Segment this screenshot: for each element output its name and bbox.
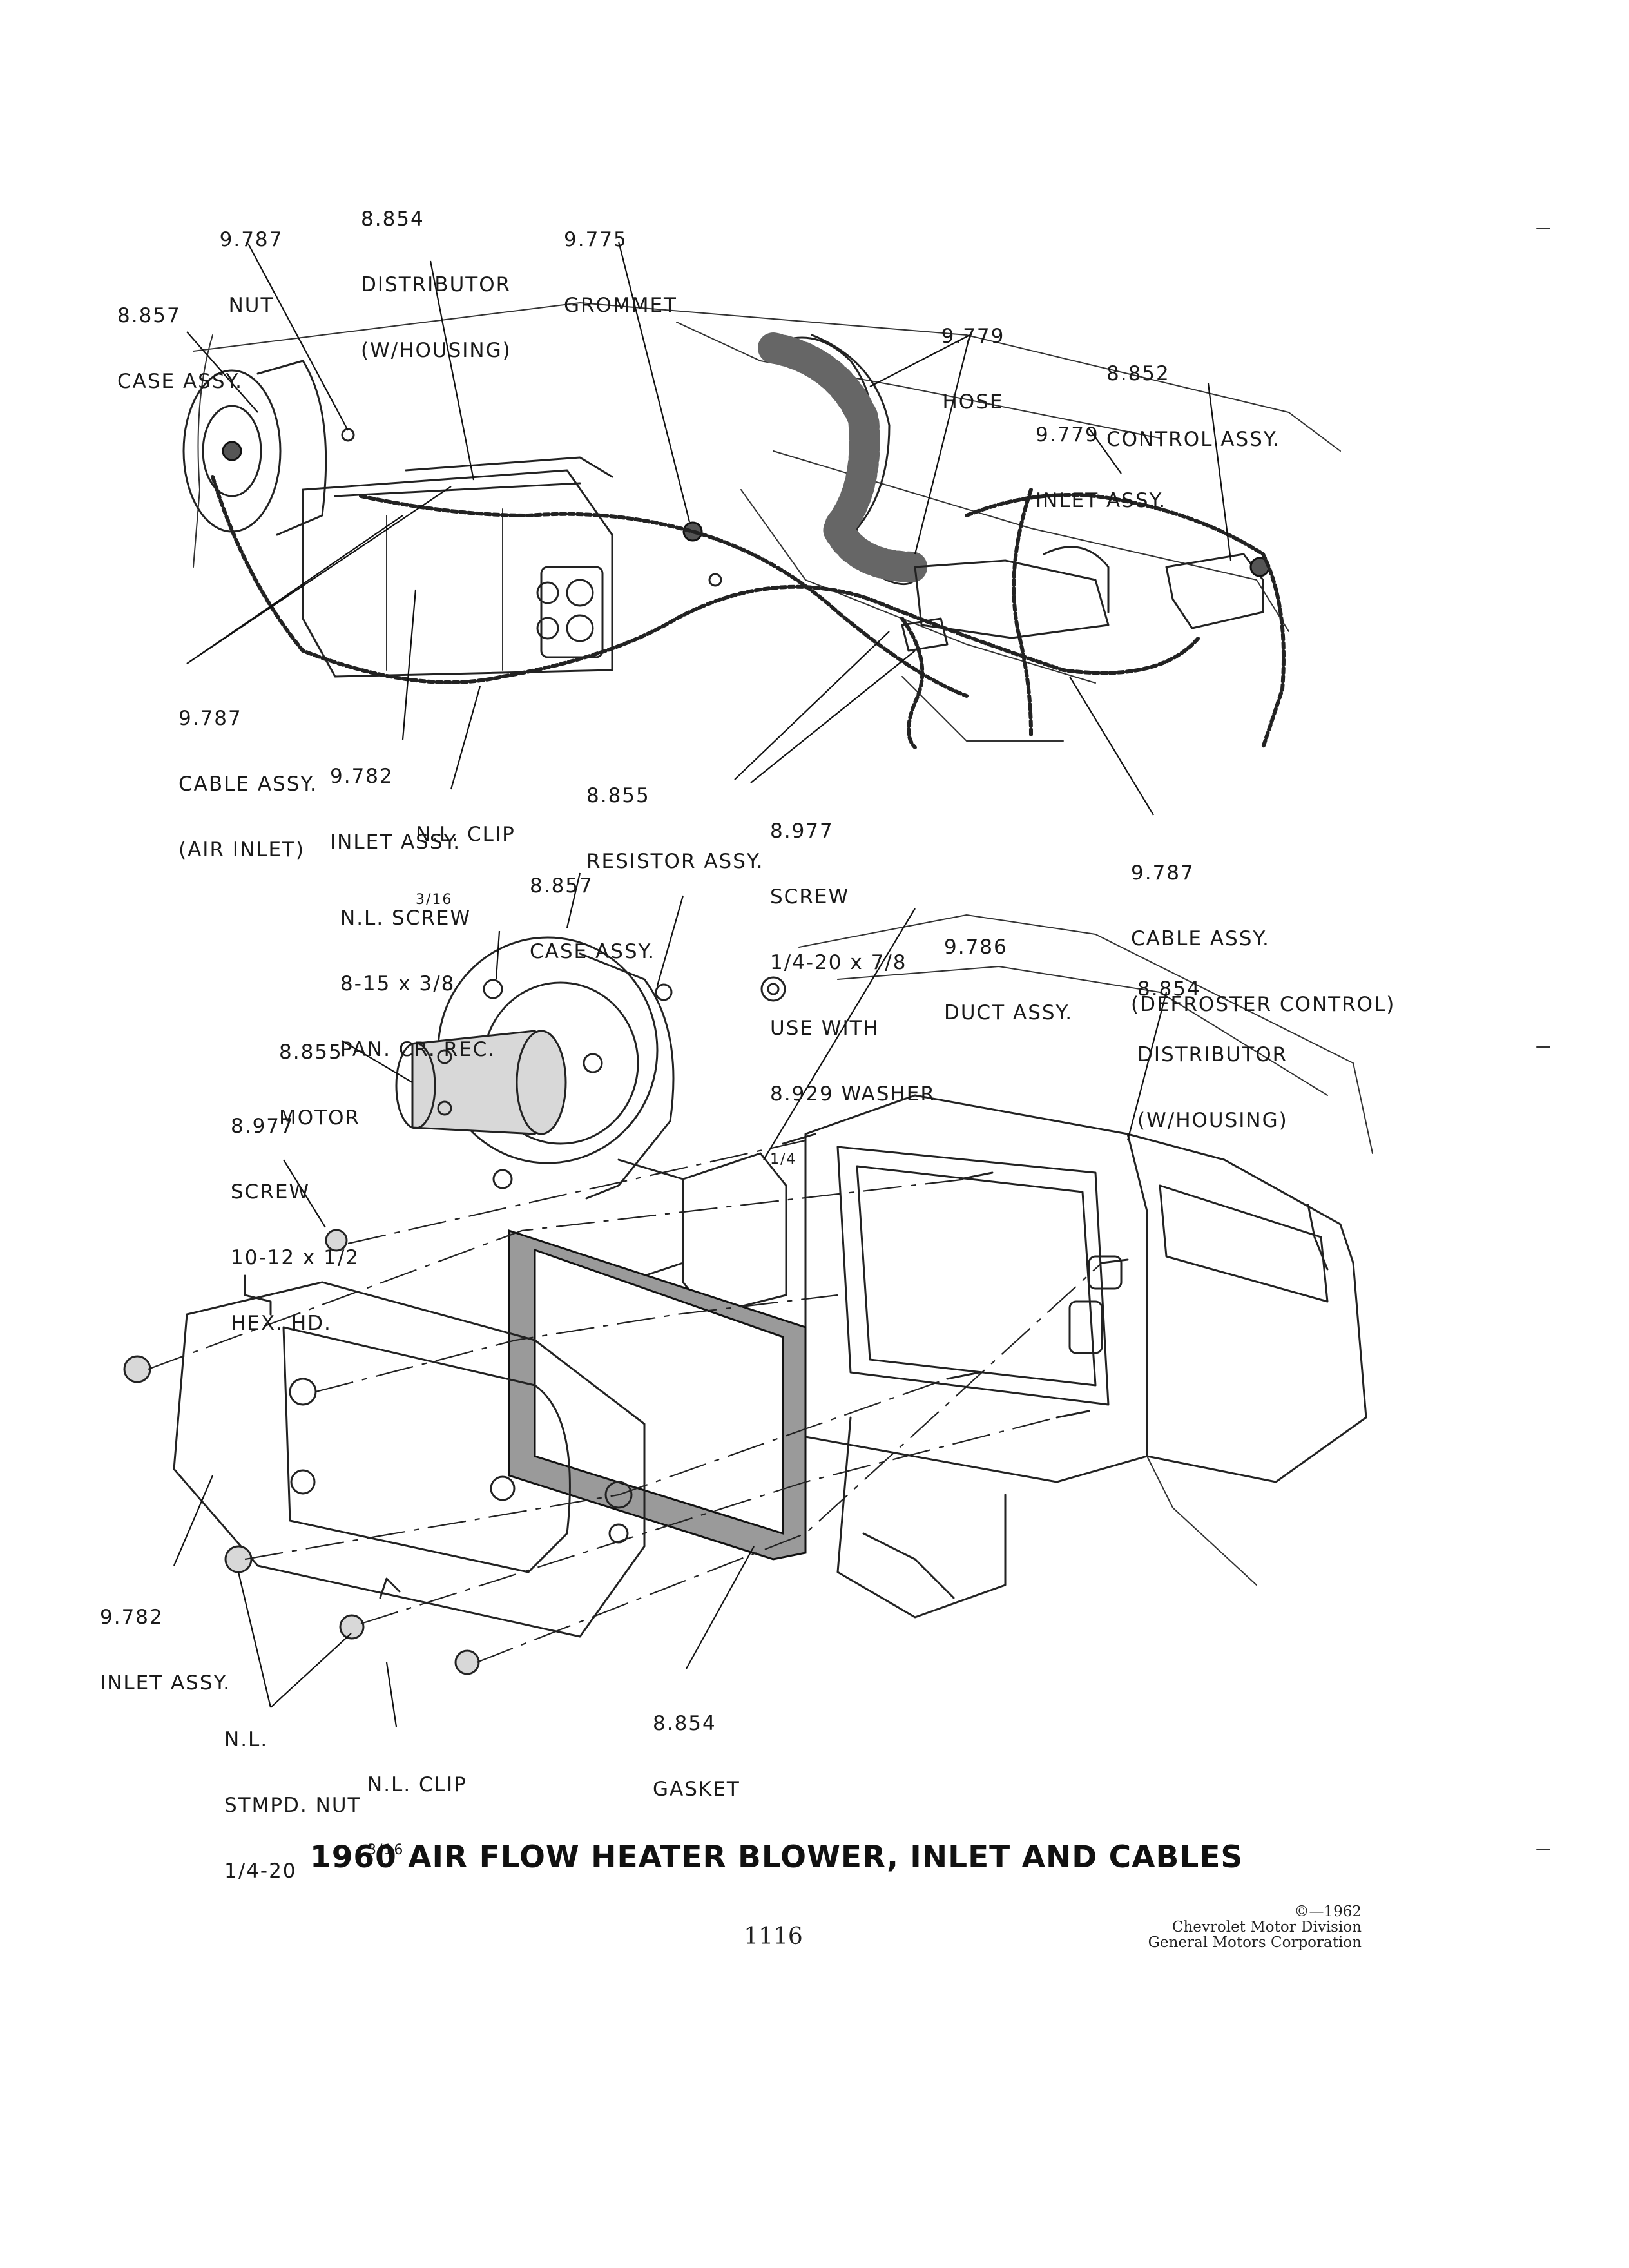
label-inlet-bottom: 9.782 INLET ASSY. xyxy=(100,1562,231,1716)
label-screw-977-mid: 8.977 SCREW 1/4-20 x 7/8 USE WITH 8.929 … xyxy=(770,776,936,1193)
label-control-top: 8.852 CONTROL ASSY. xyxy=(1106,319,1280,472)
part-number: 8.854 xyxy=(1137,977,1201,1001)
part-name: DISTRIBUTOR xyxy=(361,273,512,296)
part-number: 8.855 xyxy=(279,1041,343,1064)
part-name: CABLE ASSY. xyxy=(178,773,318,796)
label-clip-top: N.L. CLIP 3/16 xyxy=(416,780,516,933)
part-number: 9.786 xyxy=(944,936,1008,959)
copyright-corporation: General Motors Corporation xyxy=(1148,1934,1362,1951)
part-number: 8.977 xyxy=(770,820,834,843)
part-note: (AIR INLET) xyxy=(178,838,305,861)
part-note: (DEFROSTER CONTROL) xyxy=(1131,993,1396,1016)
part-name: RESISTOR ASSY. xyxy=(586,850,764,873)
part-name: MOTOR xyxy=(279,1106,361,1129)
part-name: GROMMET xyxy=(564,294,677,317)
label-cable-air-inlet: 9.787 CABLE ASSY. (AIR INLET) xyxy=(178,664,318,883)
part-number: 8.854 xyxy=(361,207,425,231)
part-size: 3/16 xyxy=(367,1842,405,1858)
part-name: CABLE ASSY. xyxy=(1131,927,1270,950)
exploded-heater-view xyxy=(123,914,1373,1675)
label-hose-top: 9.779 HOSE xyxy=(934,282,1012,435)
part-name: N.L. xyxy=(224,1728,269,1751)
label-cable-defroster: 9.787 CABLE ASSY. (DEFROSTER CONTROL) xyxy=(1131,818,1395,1037)
part-number: 9.782 xyxy=(330,765,394,788)
label-clip-bottom: N.L. CLIP 3/16 xyxy=(367,1730,467,1883)
part-note: (W/HOUSING) xyxy=(361,339,512,362)
label-gasket-bottom: 8.854 GASKET xyxy=(653,1669,740,1822)
part-name: INLET ASSY. xyxy=(100,1671,231,1695)
part-number: 9.779 xyxy=(941,325,1005,348)
copyright-year: ©—1962 xyxy=(1294,1903,1362,1920)
part-number: 8.857 xyxy=(530,874,593,898)
part-number: 8.977 xyxy=(231,1115,294,1138)
part-name: INLET ASSY. xyxy=(330,831,461,854)
part-name: INLET ASSY. xyxy=(1036,489,1167,512)
part-size: 10-12 x 1/2 xyxy=(231,1246,360,1269)
part-name: DISTRIBUTOR xyxy=(1137,1043,1288,1066)
page-title: 1960 AIR FLOW HEATER BLOWER, INLET AND C… xyxy=(310,1840,1244,1875)
part-number: 8.854 xyxy=(653,1712,717,1735)
part-number: 9.779 xyxy=(1036,423,1099,447)
label-screw-hex-mid: 8.977 SCREW 10-12 x 1/2 HEX. HD. xyxy=(231,1072,360,1356)
part-size: 1/4 xyxy=(770,1151,797,1168)
page-number: 1116 xyxy=(744,1923,803,1950)
part-name: NUT xyxy=(228,294,275,317)
label-inlet-982-top: 9.782 INLET ASSY. xyxy=(330,722,461,875)
part-note: 8.929 WASHER xyxy=(770,1082,936,1106)
part-name: SCREW xyxy=(231,1180,311,1204)
part-name: N.L. SCREW xyxy=(340,907,472,930)
part-number: 8.852 xyxy=(1106,362,1170,385)
part-name: CASE ASSY. xyxy=(117,370,244,393)
part-size: 1/4-20 x 7/8 xyxy=(770,951,907,974)
part-number: 9.782 xyxy=(100,1606,164,1629)
label-stamped-nut-bottom: N.L. STMPD. NUT 1/4-20 xyxy=(224,1685,361,1904)
label-resistor-top: 8.855 RESISTOR ASSY. xyxy=(586,741,764,894)
label-grommet-top: 9.775 GROMMET xyxy=(564,185,677,338)
part-name: N.L. CLIP xyxy=(367,1773,467,1796)
part-number: 9.775 xyxy=(564,228,628,251)
copyright-division: Chevrolet Motor Division xyxy=(1171,1919,1362,1936)
label-inlet-assy-top: 9.779 INLET ASSY. xyxy=(1036,380,1166,533)
part-number: 9.787 xyxy=(1131,861,1195,885)
part-number: 9.787 xyxy=(178,707,242,730)
part-note: HEX. HD. xyxy=(231,1312,332,1335)
label-distributor-top: 8.854 DISTRIBUTOR (W/HOUSING) xyxy=(361,164,512,383)
part-name: STMPD. NUT xyxy=(224,1794,361,1817)
label-nl-screw-mid: N.L. SCREW 8-15 x 3/8 PAN. CR. REC. xyxy=(340,863,496,1082)
part-note: USE WITH xyxy=(770,1017,880,1040)
part-number: 9.787 xyxy=(219,228,284,251)
part-note: PAN. CR. REC. xyxy=(340,1038,496,1061)
copyright-block: ©—1962 Chevrolet Motor Division General … xyxy=(1148,1904,1362,1950)
part-size: 1/4-20 xyxy=(224,1860,297,1883)
part-number: 8.855 xyxy=(586,784,650,807)
part-name: DUCT ASSY. xyxy=(944,1001,1074,1024)
part-size: 3/16 xyxy=(416,892,453,908)
leader-lines xyxy=(173,241,1232,1727)
part-name: HOSE xyxy=(942,390,1004,414)
part-name: GASKET xyxy=(653,1778,740,1801)
label-duct-mid: 9.786 DUCT ASSY. xyxy=(944,892,1073,1046)
part-number: 8.857 xyxy=(117,304,181,327)
part-note: (W/HOUSING) xyxy=(1137,1109,1288,1132)
part-name: CONTROL ASSY. xyxy=(1106,428,1281,451)
label-case-top: 8.857 CASE ASSY. xyxy=(117,261,243,414)
part-size: 8-15 x 3/8 xyxy=(340,972,456,995)
label-motor-mid: 8.855 MOTOR xyxy=(279,997,360,1151)
label-nut-top: 9.787 NUT xyxy=(206,185,296,338)
label-distributor-mid: 8.854 DISTRIBUTOR (W/HOUSING) xyxy=(1137,934,1288,1153)
installed-heater-view xyxy=(182,302,1341,749)
part-name: SCREW xyxy=(770,885,850,908)
part-name: N.L. CLIP xyxy=(416,823,516,846)
part-name: CASE ASSY. xyxy=(530,940,656,963)
label-case-mid: 8.857 CASE ASSY. xyxy=(530,831,655,985)
